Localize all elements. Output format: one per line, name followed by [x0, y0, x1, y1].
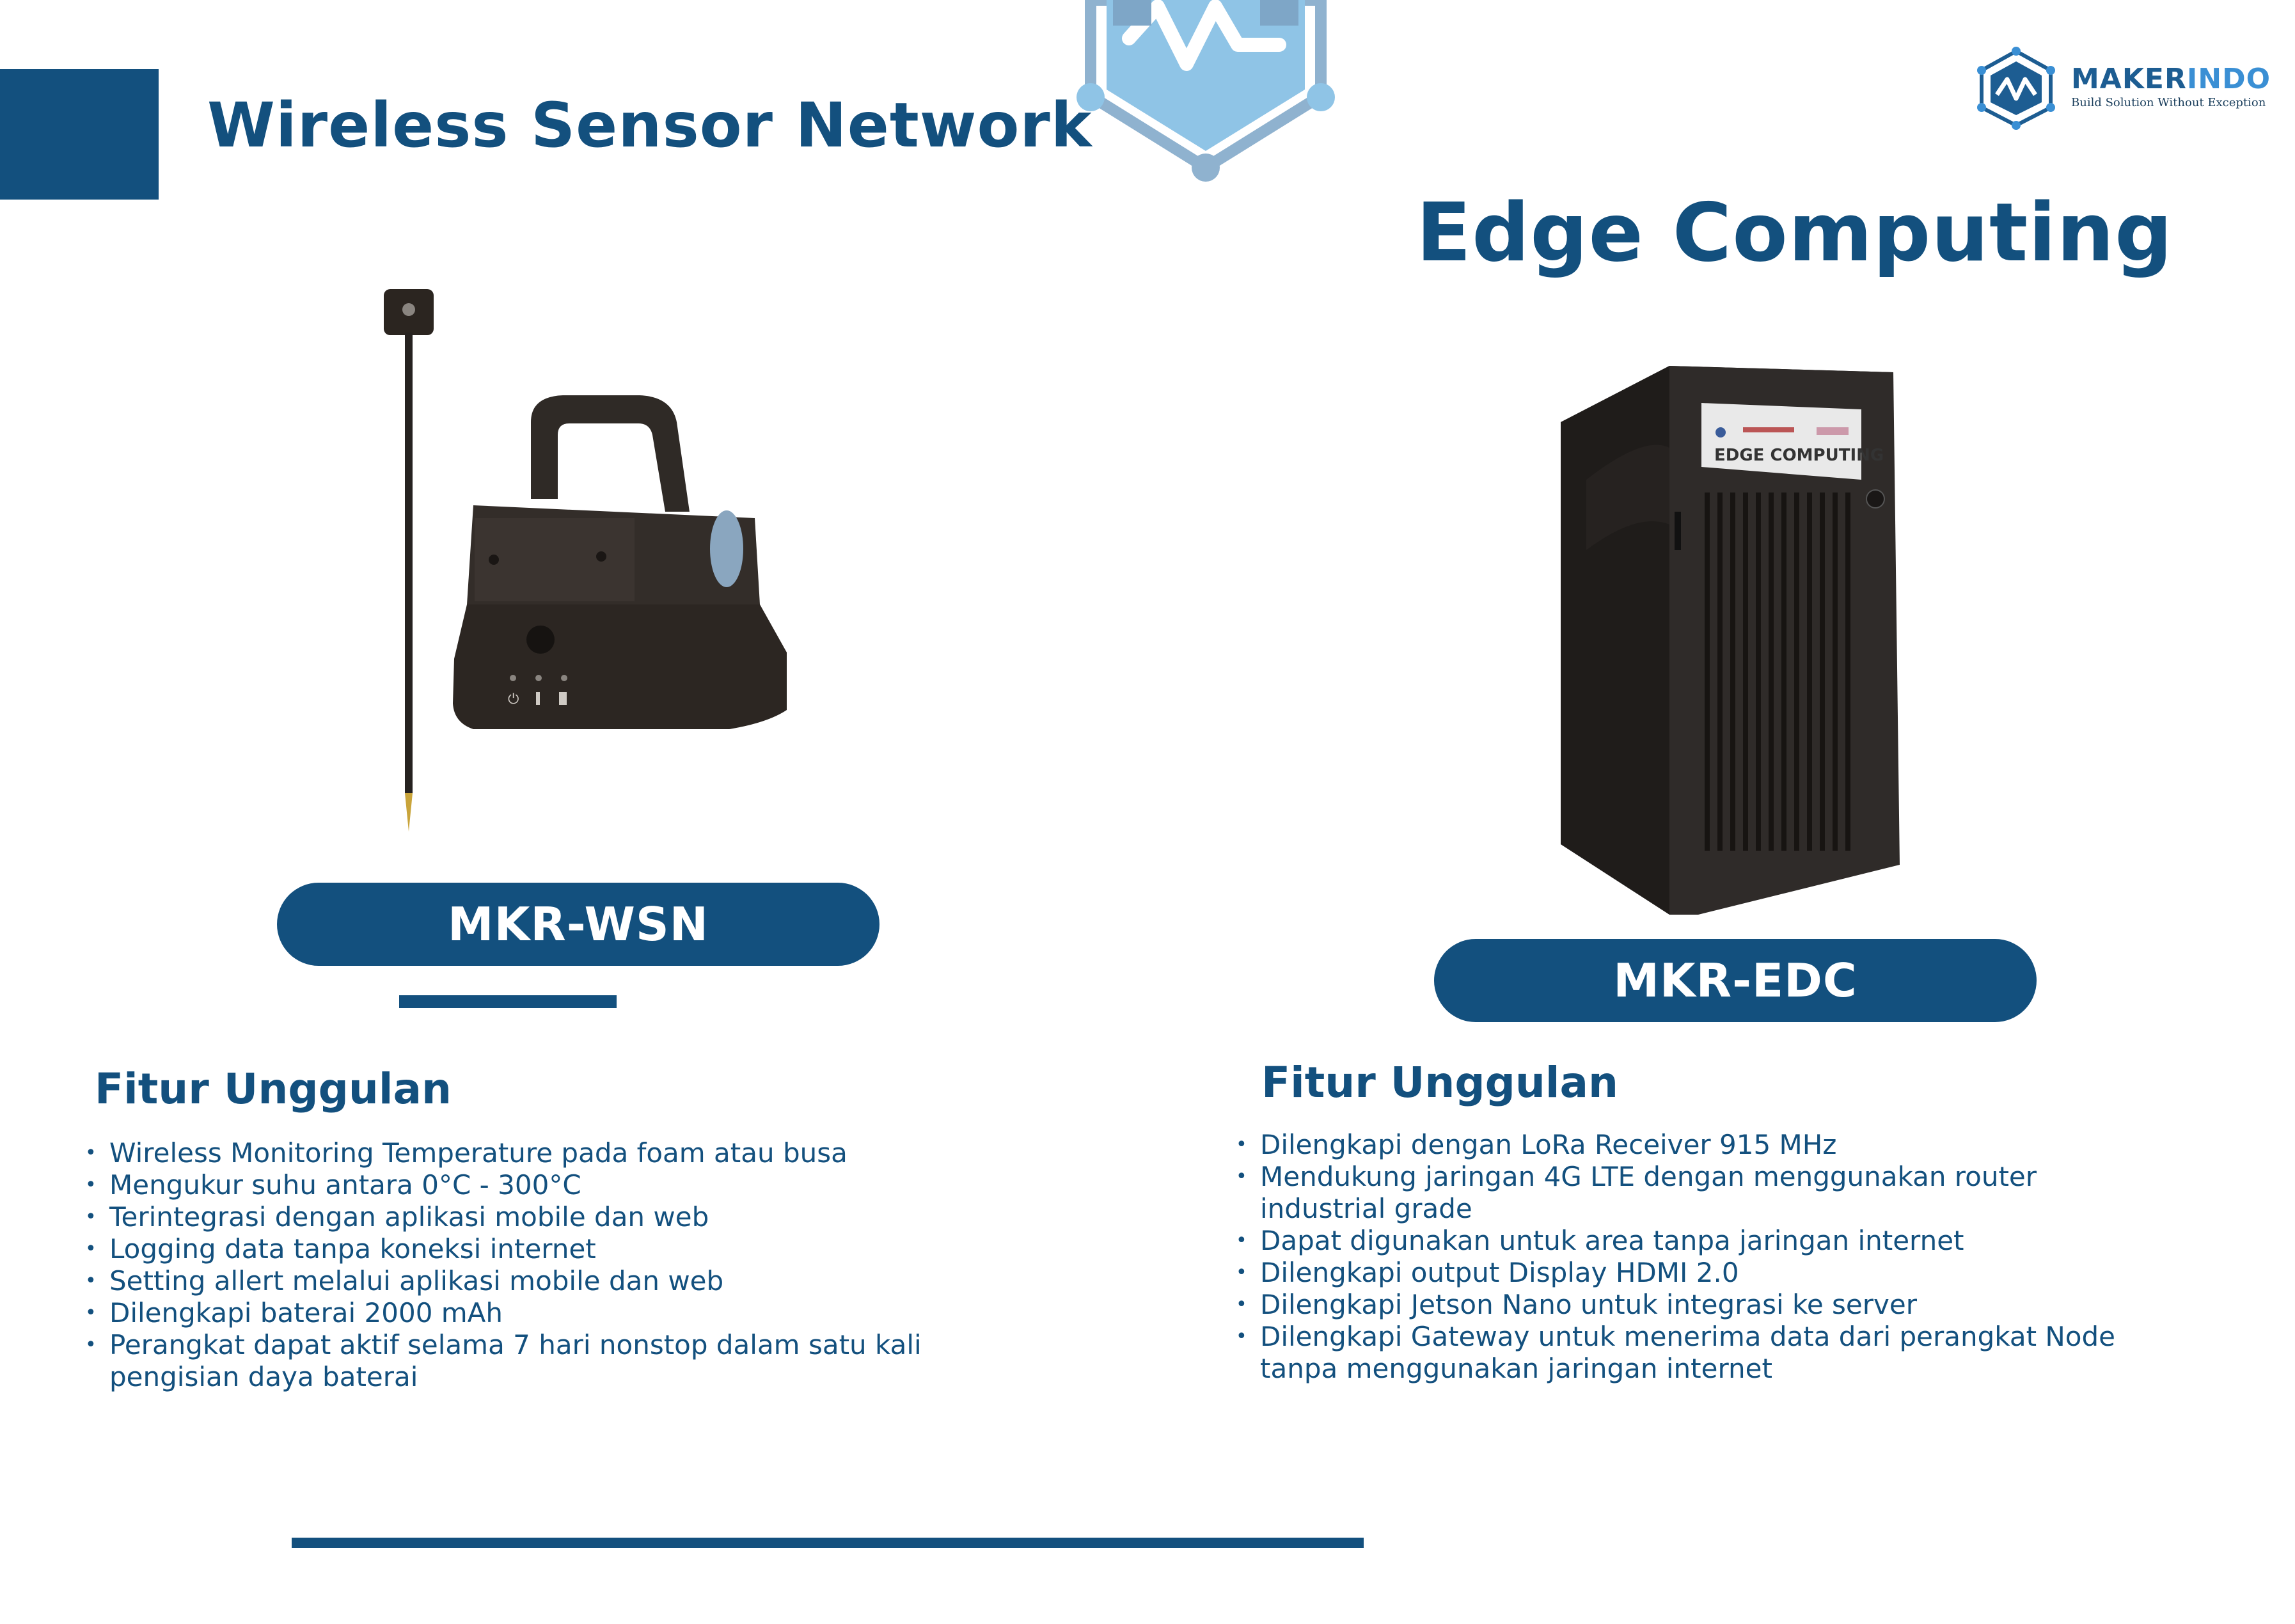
list-item: Terintegrasi dengan aplikasi mobile dan …	[85, 1201, 990, 1233]
list-item: Wireless Monitoring Temperature pada foa…	[85, 1137, 990, 1169]
product-label-mkr-wsn: MKR-WSN	[277, 883, 879, 966]
edc-device-image: EDGE COMPUTING	[1561, 366, 1900, 915]
edc-features-list: Dilengkapi dengan LoRa Receiver 915 MHz …	[1236, 1129, 2153, 1385]
list-item: Dilengkapi output Display HDMI 2.0	[1236, 1257, 2153, 1289]
wsn-features-heading: Fitur Unggulan	[95, 1064, 452, 1114]
title-edge-computing: Edge Computing	[1416, 185, 2173, 280]
product-label-mkr-edc: MKR-EDC	[1434, 939, 2037, 1022]
edc-features-heading: Fitur Unggulan	[1261, 1058, 1618, 1107]
corner-accent-block	[0, 69, 159, 200]
svg-text:⏻: ⏻	[508, 691, 519, 707]
brand-tagline: Build Solution Without Exception	[2071, 96, 2266, 109]
list-item: Dilengkapi dengan LoRa Receiver 915 MHz	[1236, 1129, 2153, 1161]
divider-short	[399, 995, 617, 1008]
list-item: Dilengkapi Jetson Nano untuk integrasi k…	[1236, 1289, 2153, 1321]
hexagon-logo-icon	[1077, 0, 1335, 182]
list-item: Logging data tanpa koneksi internet	[85, 1233, 990, 1265]
list-item: Dilengkapi Gateway untuk menerima data d…	[1236, 1321, 2143, 1385]
title-wireless-sensor-network: Wireless Sensor Network	[207, 90, 1092, 161]
list-item: Dilengkapi baterai 2000 mAh	[85, 1297, 990, 1329]
wsn-features-list: Wireless Monitoring Temperature pada foa…	[85, 1137, 990, 1393]
divider-long	[292, 1538, 1364, 1548]
brand-name: MAKERINDO	[2071, 63, 2271, 95]
list-item: Mengukur suhu antara 0°C - 300°C	[85, 1169, 990, 1201]
list-item: Setting allert melalui aplikasi mobile d…	[85, 1265, 990, 1297]
list-item: Dapat digunakan untuk area tanpa jaringa…	[1236, 1225, 2153, 1257]
list-item: Mendukung jaringan 4G LTE dengan menggun…	[1236, 1161, 2104, 1225]
edc-device-label: EDGE COMPUTING	[1714, 446, 1884, 465]
wsn-device-image: ⏻	[384, 289, 787, 832]
list-item: Perangkat dapat aktif selama 7 hari nons…	[85, 1329, 947, 1393]
makerindo-logo-icon	[1977, 47, 2055, 130]
